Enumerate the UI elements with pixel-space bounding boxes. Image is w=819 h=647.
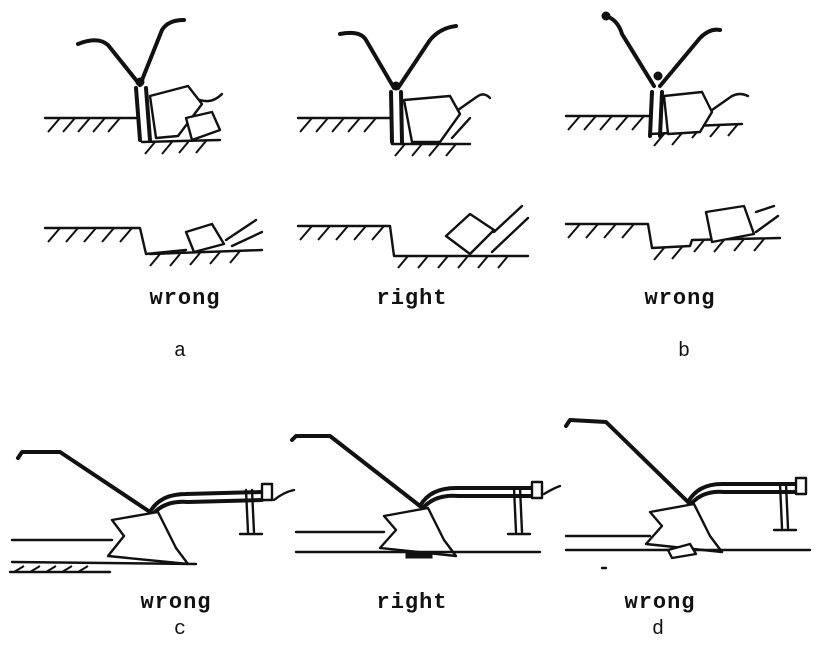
plough-side-view-wrong-c <box>8 450 296 574</box>
caption-top-right: wrong <box>644 286 716 311</box>
plough-front-view-right <box>296 24 492 157</box>
group-label-b: b <box>677 340 691 363</box>
group-label-d: d <box>651 618 665 641</box>
plough-side-view-wrong-d <box>564 418 812 570</box>
group-label-a: a <box>173 340 187 363</box>
group-label-c: c <box>173 618 187 641</box>
caption-bottom-middle: right <box>376 590 448 615</box>
plough-front-view-wrong-a <box>43 18 224 155</box>
furrow-section-wrong-a <box>43 218 264 267</box>
furrow-section-right <box>296 204 530 269</box>
caption-bottom-right: wrong <box>624 590 696 615</box>
caption-top-left: wrong <box>149 286 221 311</box>
caption-top-middle: right <box>376 286 448 311</box>
furrow-section-wrong-b <box>564 204 782 261</box>
plough-front-view-wrong-b <box>564 11 750 147</box>
plough-side-view-right <box>290 434 562 559</box>
caption-bottom-left: wrong <box>140 590 212 615</box>
